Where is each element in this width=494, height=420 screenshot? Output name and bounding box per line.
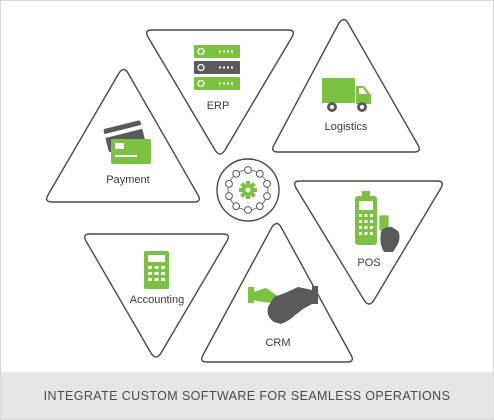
hub-node: [255, 202, 264, 211]
handshake-icon: [248, 286, 318, 324]
segment-accounting-shape: [83, 233, 230, 358]
hub-node: [232, 169, 241, 178]
hub-node: [244, 206, 252, 214]
hub-node: [225, 179, 233, 188]
segment-pos-label: POS: [357, 257, 380, 269]
footer-caption: INTEGRATE CUSTOM SOFTWARE FOR SEAMLESS O…: [43, 388, 451, 403]
hub-node: [255, 169, 264, 178]
network-gear-icon: [216, 158, 280, 222]
server-stack-icon: [194, 45, 240, 90]
hub-node: [225, 192, 233, 201]
hub-node: [244, 166, 252, 174]
segment-crm-shape: [200, 222, 354, 363]
hub-node: [232, 202, 241, 211]
segment-erp-label: ERP: [207, 100, 230, 112]
segment-accounting-label: Accounting: [130, 294, 184, 306]
calculator-icon: [144, 251, 169, 289]
hub-node: [263, 192, 271, 201]
pos-terminal-icon: [355, 191, 400, 252]
segment-logistics-label: Logistics: [325, 121, 368, 133]
delivery-truck-icon: [322, 78, 371, 112]
credit-cards-icon: [103, 120, 151, 164]
integration-diagram: ERP Logistics Payment POS: [45, 18, 444, 363]
segment-erp-shape: [145, 29, 295, 155]
segment-crm-label: CRM: [265, 337, 290, 349]
footer-banner: INTEGRATE CUSTOM SOFTWARE FOR SEAMLESS O…: [1, 372, 493, 419]
hub-node: [263, 179, 271, 188]
segment-payment-label: Payment: [106, 174, 149, 186]
